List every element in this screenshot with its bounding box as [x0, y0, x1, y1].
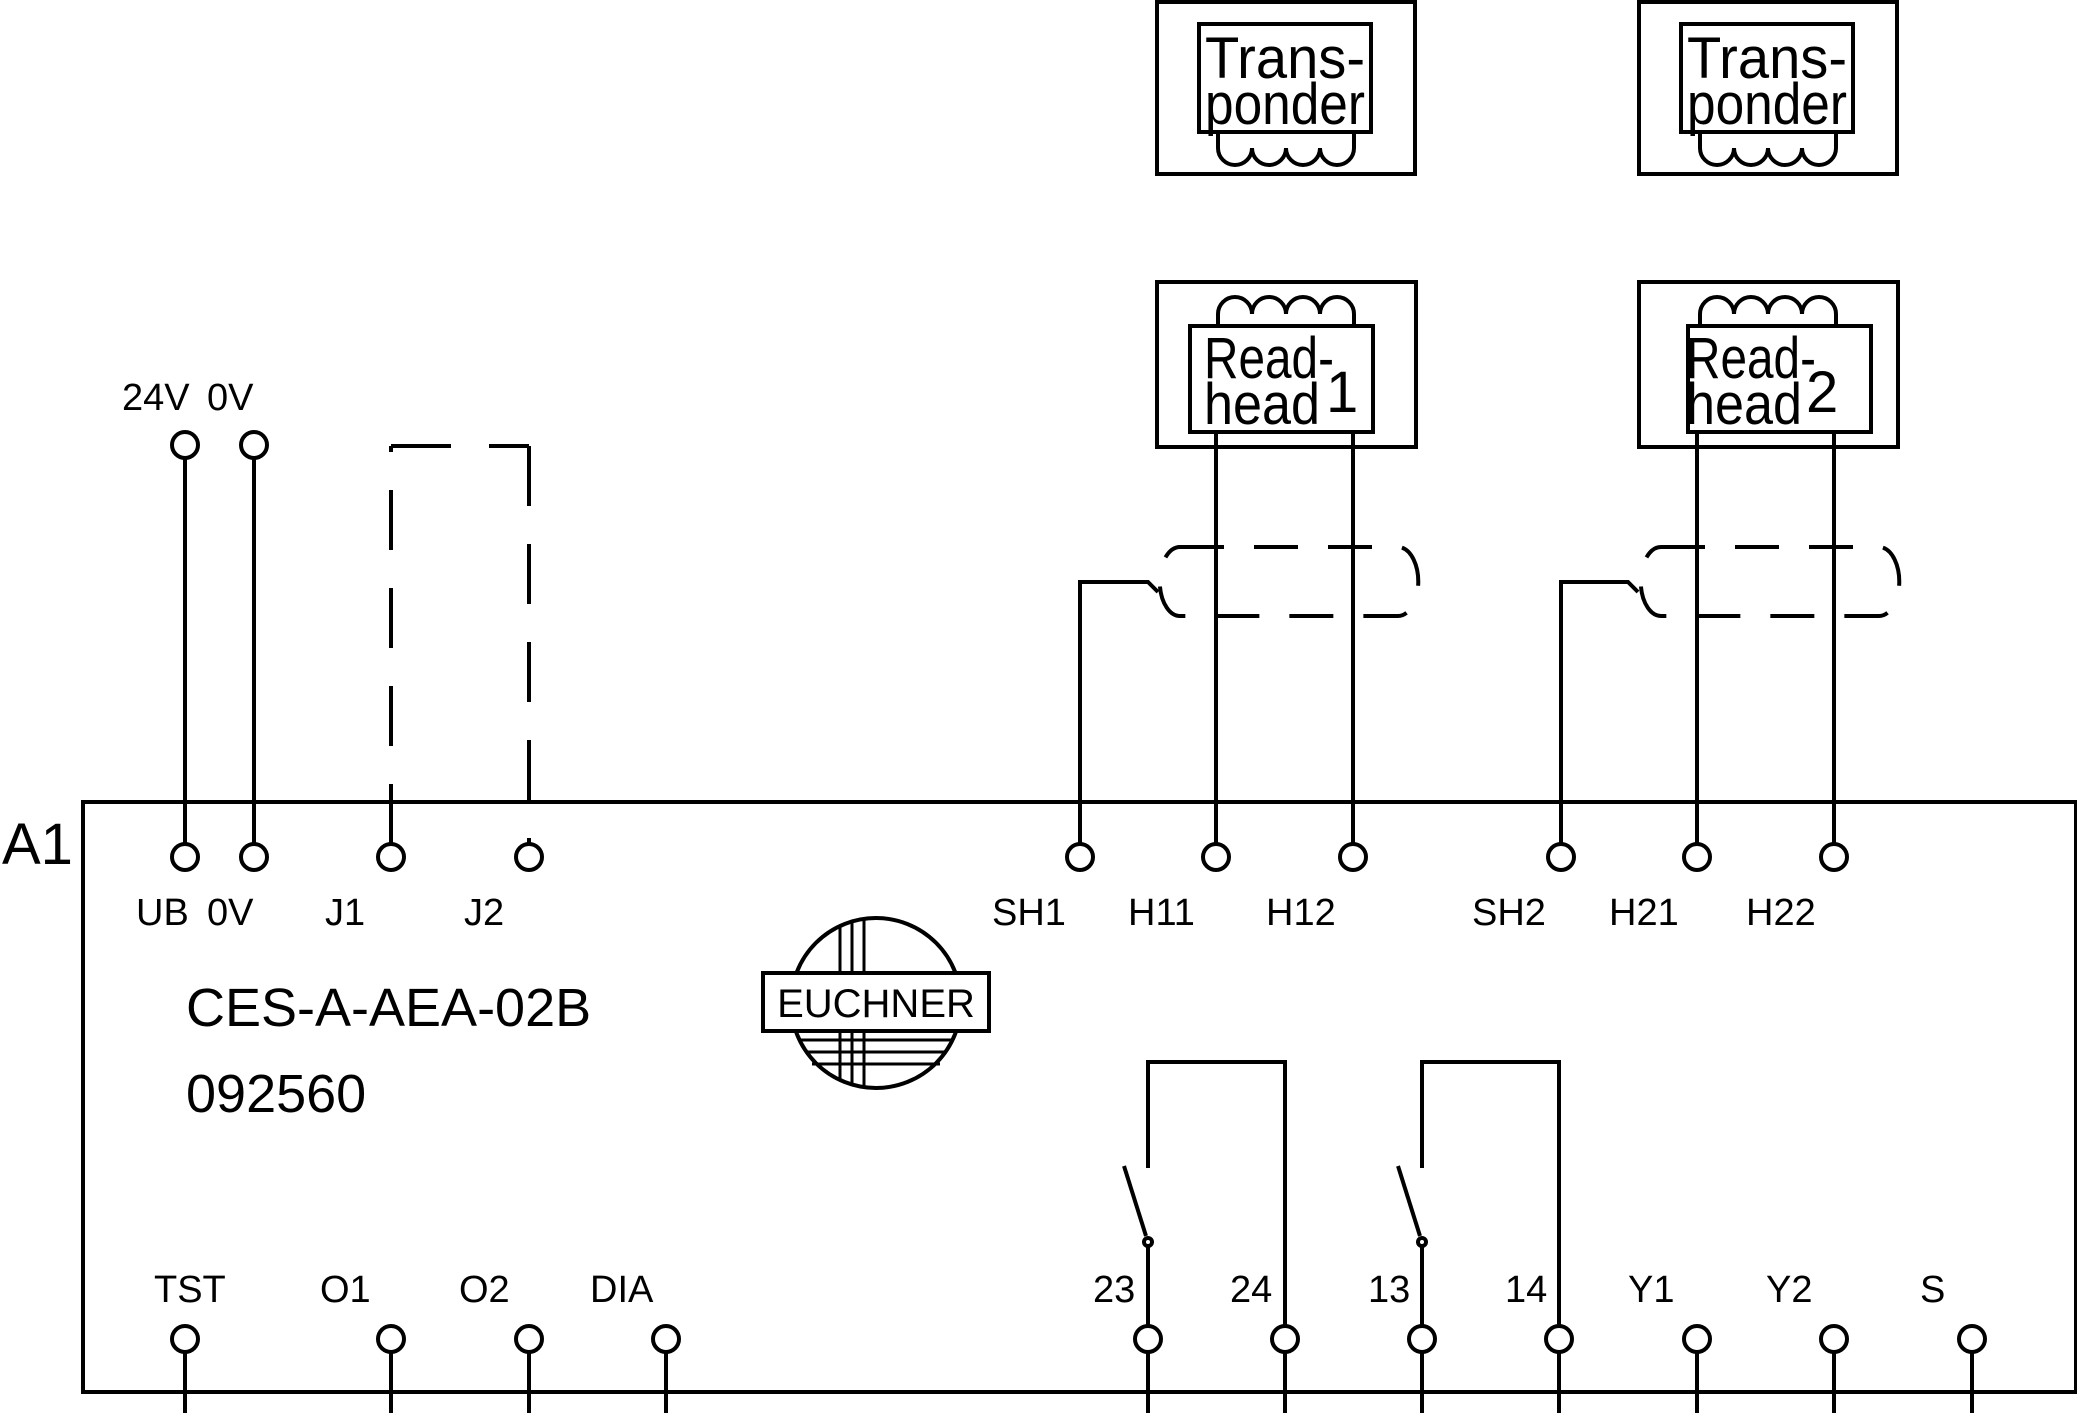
supply-minus-terminal [239, 430, 269, 460]
top-terminal [1546, 842, 1576, 872]
top-terminal [376, 842, 406, 872]
top-terminal [239, 842, 269, 872]
transponder-2: Trans- ponder [1637, 0, 1899, 176]
bottom-terminal-label: O2 [459, 1269, 510, 1311]
bottom-terminal-row: TST O1 O2 DIA 23 24 13 14 Y1 Y2 S [154, 1269, 1987, 1413]
read-head-1-index: 1 [1326, 360, 1358, 425]
module-model: CES-A-AEA-02B [186, 978, 591, 1038]
bottom-terminal-label: Y1 [1628, 1269, 1674, 1311]
bottom-terminal-label: 24 [1230, 1269, 1272, 1311]
top-terminal [514, 842, 544, 872]
read-head-2-line2: head [1686, 372, 1802, 437]
bottom-terminal [1957, 1324, 1987, 1354]
transponder-1-line2: ponder [1205, 72, 1365, 137]
module-designator: A1 [2, 812, 73, 877]
bottom-terminal [1133, 1324, 1163, 1354]
top-terminal [1682, 842, 1712, 872]
bottom-terminal [1544, 1324, 1574, 1354]
bottom-terminal-label: 14 [1505, 1269, 1547, 1311]
jumper-j1-j2 [389, 444, 531, 844]
bottom-terminal [514, 1324, 544, 1354]
read-head-2: Read- head 2 [1637, 280, 1900, 449]
top-terminal [1065, 842, 1095, 872]
bottom-terminal [1682, 1324, 1712, 1354]
bottom-terminal [376, 1324, 406, 1354]
euchner-logo: EUCHNER [761, 916, 991, 1090]
transponder-1: Trans- ponder [1155, 0, 1417, 176]
transponder-2-line1: Trans- [1687, 26, 1847, 91]
bottom-terminal-label: 23 [1093, 1269, 1135, 1311]
top-terminal [1819, 842, 1849, 872]
bottom-terminal-label: S [1920, 1269, 1945, 1311]
read-head-1: Read- head 1 [1155, 280, 1418, 449]
relay-contact-23-24 [1122, 1060, 1287, 1327]
top-terminal-label: H22 [1746, 892, 1816, 934]
bottom-terminal-label: O1 [320, 1269, 371, 1311]
top-terminal-label: J2 [464, 892, 504, 934]
transponder-2-line2: ponder [1687, 72, 1847, 137]
read-head-2-index: 2 [1806, 360, 1838, 425]
supply-minus-label: 0V [207, 377, 254, 419]
cable-read-head-1 [1078, 432, 1421, 844]
transponder-1-line1: Trans- [1205, 26, 1365, 91]
read-head-1-line2: head [1204, 372, 1320, 437]
logo-text: EUCHNER [777, 982, 975, 1026]
cable-read-head-2 [1559, 432, 1902, 844]
bottom-terminal-label: DIA [590, 1269, 654, 1311]
top-terminal-label: J1 [325, 892, 365, 934]
top-terminal-label: H12 [1266, 892, 1336, 934]
read-head-1-line1: Read- [1204, 326, 1334, 391]
bottom-terminal [1270, 1324, 1300, 1354]
bottom-terminal [170, 1324, 200, 1354]
top-terminal-label: H21 [1609, 892, 1679, 934]
bottom-terminal-label: 13 [1368, 1269, 1410, 1311]
top-terminal-label: 0V [207, 892, 254, 934]
top-terminal-label: SH1 [992, 892, 1066, 934]
bottom-terminal [1407, 1324, 1437, 1354]
top-terminal [1201, 842, 1231, 872]
bottom-terminal-label: Y2 [1766, 1269, 1812, 1311]
supply-plus-terminal [170, 430, 200, 460]
bottom-terminal [1819, 1324, 1849, 1354]
relay-contact-13-14 [1396, 1060, 1561, 1327]
top-terminal [170, 842, 200, 872]
top-terminal-label: SH2 [1472, 892, 1546, 934]
supply-plus-label: 24V [122, 377, 190, 419]
bottom-terminal [651, 1324, 681, 1354]
top-terminal-label: H11 [1128, 892, 1195, 934]
bottom-terminal-label: TST [154, 1269, 226, 1311]
top-terminal-label: UB [136, 892, 189, 934]
module-order-number: 092560 [186, 1064, 366, 1124]
top-terminal [1338, 842, 1368, 872]
read-head-2-line1: Read- [1686, 326, 1816, 391]
top-terminal-row: UB 0V J1 J2 SH1 H11 H12 SH2 H21 H22 [136, 842, 1849, 934]
